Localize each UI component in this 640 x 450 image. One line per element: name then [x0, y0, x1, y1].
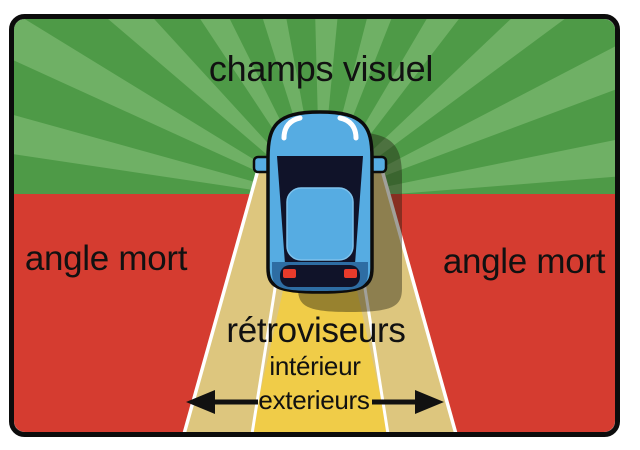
hood-highlight-left — [281, 115, 303, 141]
hood-highlight-right — [337, 115, 359, 141]
visual-field-label: champs visuel — [208, 48, 434, 89]
arrow-left-icon — [186, 390, 258, 414]
diagram-border — [9, 14, 620, 437]
interior-mirror-zone — [251, 268, 389, 432]
rear-window — [280, 265, 360, 287]
blind-spot-left-label: angle mort — [24, 239, 188, 278]
blind-spot-right-label: angle mort — [442, 242, 606, 281]
exterior-mirrors-label: exterieurs — [258, 385, 370, 415]
arrow-right-icon — [372, 390, 444, 414]
taillight-left — [283, 269, 296, 278]
car-top-view-icon — [252, 110, 388, 294]
mirrors-label: rétroviseurs — [226, 311, 406, 350]
taillight-right — [344, 269, 357, 278]
cone-divider-right-inner — [362, 281, 390, 432]
interior-mirror-label: intérieur — [269, 351, 361, 381]
car-roof — [286, 187, 354, 261]
cone-divider-left-inner — [250, 281, 278, 432]
visual-field-rays — [14, 19, 615, 194]
cone-divider-right-outer — [380, 169, 458, 432]
cone-divider-left-outer — [182, 169, 260, 432]
